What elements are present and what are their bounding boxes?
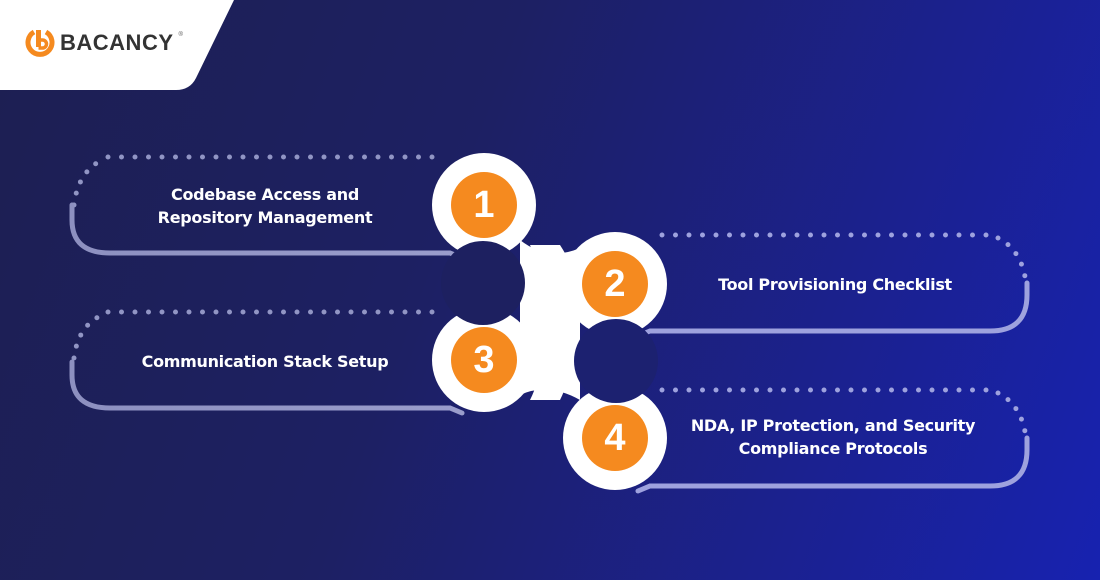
brand-logo: BACANCY ® [25, 28, 183, 58]
logo-background [0, 0, 234, 90]
step-2-outline [635, 232, 1030, 339]
step-4-label: NDA, IP Protection, and Security Complia… [690, 416, 976, 458]
connector-cutouts [441, 241, 658, 403]
step-1-label: Codebase Access and Repository Managemen… [157, 185, 373, 227]
step-3-label: Communication Stack Setup [141, 352, 389, 371]
brand-name: BACANCY [60, 30, 174, 55]
step-2-badge: 2 [582, 251, 648, 317]
step-3-badge: 3 [451, 327, 517, 393]
step-1-outline [69, 154, 465, 261]
registered-mark: ® [178, 32, 183, 38]
step-3-outline [69, 309, 465, 416]
step-4-badge: 4 [582, 405, 648, 471]
step-2-label: Tool Provisioning Checklist [718, 275, 952, 294]
step-1-badge: 1 [451, 172, 517, 238]
step-4-outline [635, 387, 1030, 494]
bacancy-b-icon [25, 29, 55, 57]
